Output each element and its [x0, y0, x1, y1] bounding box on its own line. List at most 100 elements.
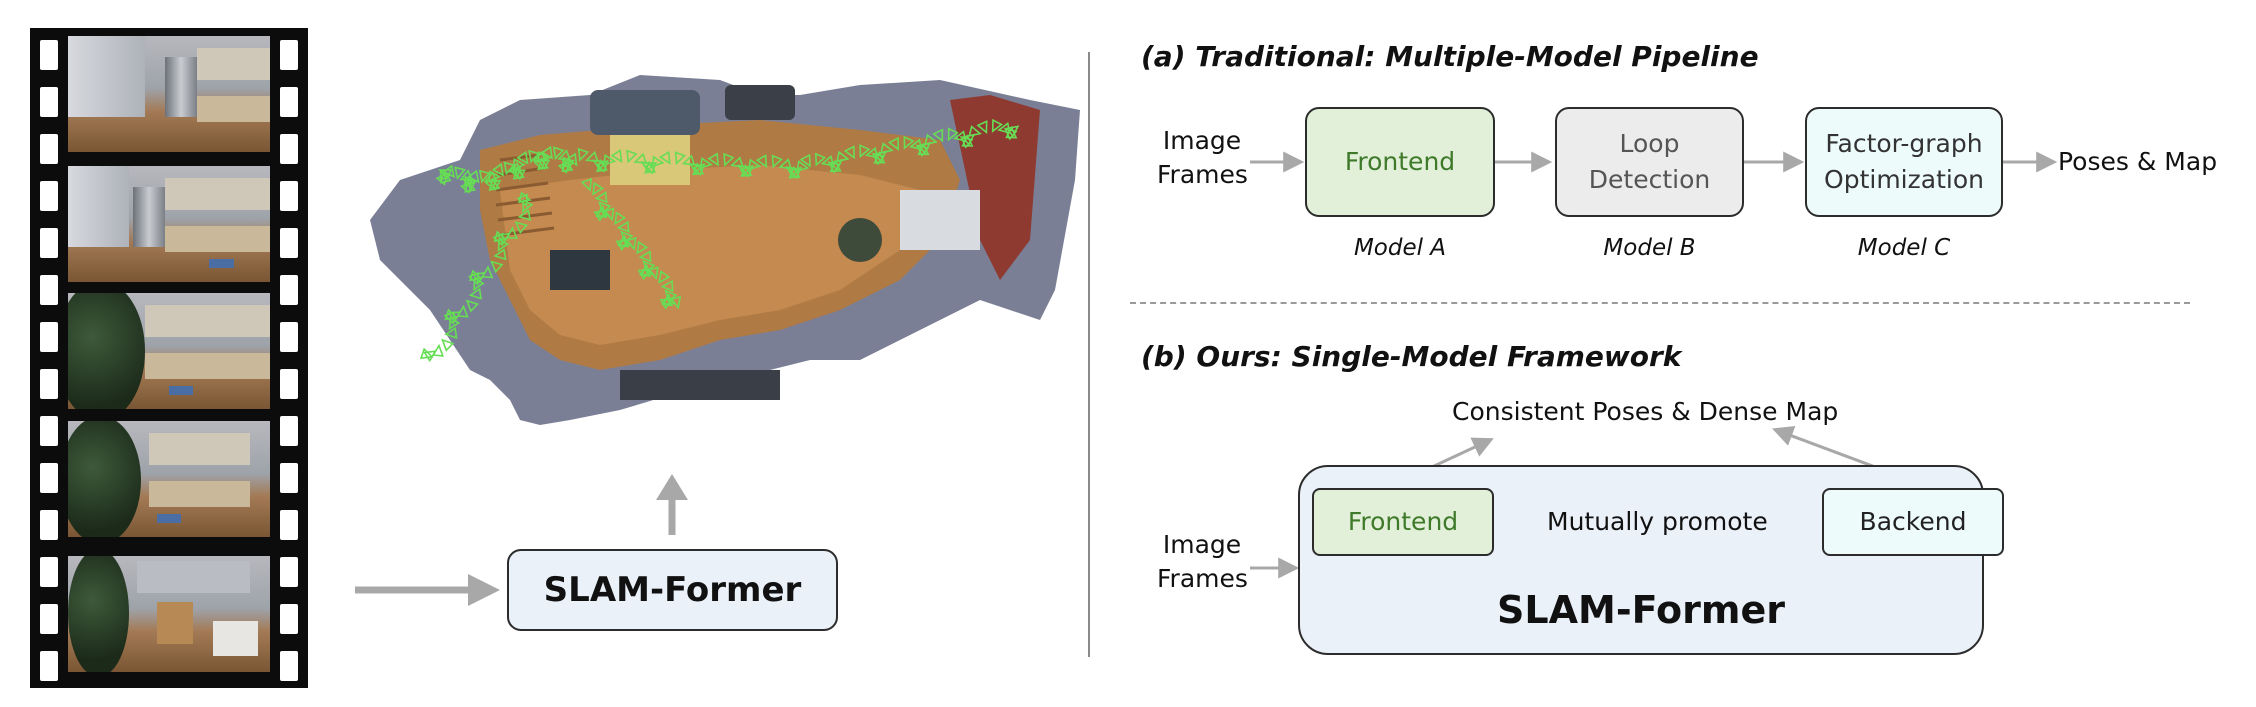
camera-frustum	[512, 166, 525, 180]
camera-frustum	[492, 232, 504, 247]
camera-frustum	[540, 145, 554, 160]
camera-frustum	[442, 164, 456, 179]
camera-frustum	[651, 155, 665, 168]
video-frame-3	[68, 293, 270, 409]
camera-frustum	[864, 146, 879, 159]
camera-frustum	[473, 277, 485, 292]
camera-frustum	[771, 154, 783, 169]
sprocket-hole	[40, 369, 58, 399]
camera-frustum	[723, 152, 735, 167]
input-line2: Frames	[1157, 160, 1248, 189]
camera-frustum	[625, 236, 637, 251]
camera-frustum	[580, 177, 593, 192]
sprocket-hole	[280, 134, 298, 164]
camera-frustum	[602, 207, 615, 222]
camera-frustum	[514, 221, 529, 235]
loop-line1: Loop	[1619, 129, 1680, 158]
camera-frustum	[903, 135, 915, 150]
sprocket-hole	[280, 510, 298, 540]
backend-box: Backend	[1822, 488, 2004, 556]
camera-frustum	[647, 266, 659, 280]
camera-frustum	[468, 287, 482, 300]
input-line1-b: Image	[1162, 530, 1242, 559]
camera-frustum	[669, 295, 682, 310]
camera-frustum	[443, 311, 455, 325]
camera-frustum	[961, 133, 976, 147]
dense-map-reconstruction	[370, 75, 1080, 425]
camera-frustum	[924, 133, 938, 146]
camera-frustum	[859, 144, 871, 159]
camera-frustum	[465, 299, 479, 313]
camera-frustum	[968, 125, 982, 137]
camera-frustum	[467, 169, 480, 184]
sprocket-hole	[280, 181, 298, 211]
camera-frustum	[577, 147, 590, 162]
camera-frustum	[843, 145, 855, 160]
film-strip	[30, 28, 308, 688]
camera-frustum	[785, 166, 800, 179]
camera-frustum	[740, 164, 754, 178]
frontend-label-b: Frontend	[1347, 507, 1459, 536]
sprocket-hole	[280, 651, 298, 681]
camera-frustum	[778, 158, 793, 170]
vertical-divider	[1088, 52, 1090, 657]
frames-to-model-arrow	[355, 574, 500, 606]
sprocket-hole	[40, 463, 58, 493]
sprocket-hole	[40, 181, 58, 211]
ours-title: (b) Ours: Single-Model Framework	[1141, 340, 1682, 373]
camera-frustum	[788, 166, 803, 180]
camera-frustum	[512, 158, 526, 171]
sprocket-hole	[280, 228, 298, 258]
sprocket-hole	[280, 40, 298, 70]
camera-frustum	[459, 180, 473, 194]
sprocket-hole	[40, 510, 58, 540]
camera-frustum	[730, 156, 744, 168]
camera-frustum	[603, 154, 617, 167]
camera-frustum	[444, 326, 458, 340]
sprocket-hole	[280, 463, 298, 493]
model-to-map-arrow	[656, 474, 688, 535]
video-frame-5	[68, 556, 270, 672]
sprocket-hole	[280, 416, 298, 446]
camera-frustum	[533, 156, 547, 171]
loop-line2: Detection	[1588, 165, 1711, 194]
camera-frustum	[699, 157, 713, 170]
factor-graph-box: Factor-graph Optimization	[1805, 107, 2003, 217]
framework-name: SLAM-Former	[1497, 588, 1785, 632]
camera-frustum	[610, 149, 623, 163]
camera-frustum	[880, 142, 894, 155]
sprocket-hole	[40, 557, 58, 587]
camera-frustum	[799, 153, 811, 168]
sprocket-hole	[40, 322, 58, 352]
camera-frustum	[467, 271, 480, 286]
sprocket-hole	[280, 369, 298, 399]
camera-frustum	[441, 338, 455, 352]
output-label-b: Consistent Poses & Dense Map	[1452, 397, 1839, 426]
camera-frustum	[454, 166, 466, 180]
loop-detection-box: Loop Detection	[1555, 107, 1744, 217]
backend-label: Backend	[1859, 507, 1967, 536]
camera-frustum	[917, 142, 932, 155]
camera-frustum	[503, 161, 516, 176]
sprocket-hole	[280, 604, 298, 634]
sprocket-hole	[40, 416, 58, 446]
camera-frustum	[493, 248, 507, 261]
sprocket-hole	[40, 40, 58, 70]
sprocket-hole	[280, 275, 298, 305]
camera-frustum	[537, 156, 550, 171]
traditional-title: (a) Traditional: Multiple-Model Pipeline	[1141, 40, 1759, 73]
camera-frustum	[660, 279, 674, 292]
camera-frustum	[616, 220, 630, 233]
camera-frustum	[537, 151, 551, 164]
camera-frustum	[976, 120, 988, 135]
video-frame-2	[68, 166, 270, 282]
model-a-label: Model A	[1353, 235, 1447, 261]
frontend-box-b: Frontend	[1312, 488, 1494, 556]
input-label-a: Image Frames	[1157, 124, 1248, 192]
camera-frustum	[423, 350, 438, 363]
camera-frustum	[873, 150, 888, 164]
model-b-label: Model B	[1603, 235, 1696, 261]
camera-frustum	[796, 160, 810, 173]
sprocket-hole	[40, 275, 58, 305]
camera-frustum	[528, 149, 540, 164]
